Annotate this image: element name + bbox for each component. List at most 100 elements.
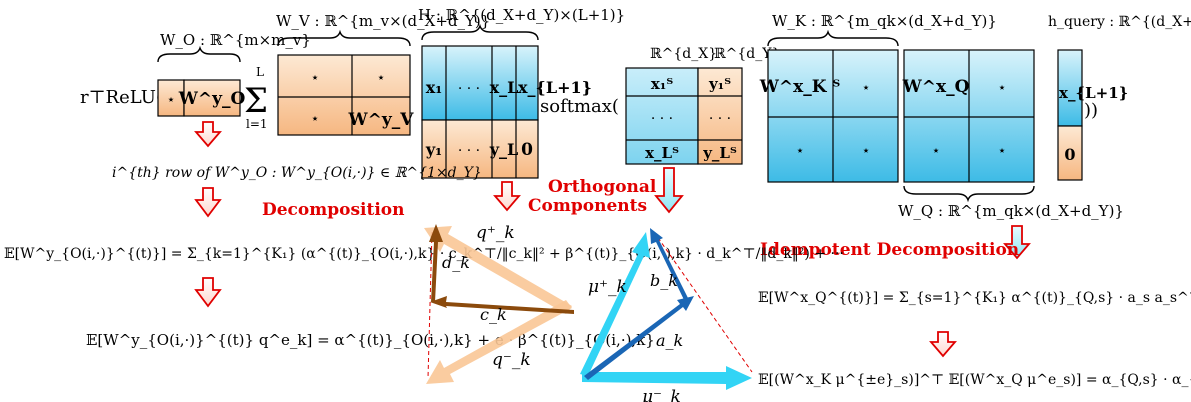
w-q-block: W^x_Q ⋆ ⋆ ⋆ W_Q : ℝ^{m_qk×(d_X+d_Y)} [898,49,1124,220]
ht-y1T: y₁ᵀ [708,75,731,93]
d-k-label: d_k [442,253,470,272]
w-k-x-label: W^x_K ᵀ [759,77,841,97]
q-plus-label: q⁺_k [476,223,515,243]
d-k-arrow [429,224,443,302]
w-v-star-1: ⋆ [311,70,320,86]
w-q-brace [903,185,1035,203]
h-x1: x₁ [426,78,443,97]
ht-block: ℝ^{d_X} ℝ^{d_Y} softmax( x₁ᵀ y₁ᵀ · · · ·… [540,46,780,165]
dashed-mu-edge [653,231,753,373]
ht-right [697,67,743,165]
eq-left-expectation: 𝔼[W^y_{O(i,·)}^{(t)}] = Σ_{k=1}^{K₁} (α^… [4,246,844,262]
h-query-top [1057,49,1083,127]
h-top-matrix [421,45,539,121]
w-v-y-label: W^y_V [348,110,415,130]
mu-vector-triangle: μ⁺_k b_k a_k μ⁻_k [580,228,753,402]
heading-orthogonal: Orthogonal [548,177,657,197]
w-q-star-3: ⋆ [998,143,1007,159]
dashed-q-edge [427,231,433,379]
mu-minus-arrow [582,366,752,390]
w-k-star-3: ⋆ [862,143,871,159]
h-query-block: h_query : ℝ^{(d_X+d_Y)} x_{L+1} 0 )) [1048,14,1191,181]
h-xL1: x_{L+1} [518,78,592,97]
w-v-star-2: ⋆ [377,70,386,86]
w-k-brace [767,29,899,47]
q-minus-arrow [426,300,572,384]
closing-parens: )) [1084,100,1098,121]
r-dy-label: ℝ^{d_Y} [714,46,780,62]
eq-right-expectation: 𝔼[W^x_Q^{(t)}] = Σ_{s=1}^{K₁} α^{(t)}_{Q… [758,290,1191,306]
h-yL: y_L [489,140,519,159]
arrow-down-3 [194,277,222,308]
w-o-brace [157,45,241,63]
mu-plus-label: μ⁺_k [588,277,627,297]
a-k-arrow [584,296,694,380]
w-k-star-2: ⋆ [796,143,805,159]
eq-left-result: 𝔼[W^y_{O(i,·)}^{(t)} q^e_k] = α^{(t)}_{O… [86,331,655,349]
b-k-label: b_k [650,271,678,290]
w-o-cell-star [157,79,185,117]
heading-components: Components [528,196,647,216]
h-brace [421,23,539,41]
heading-idempotent: Idempotent Decomposition [760,240,1019,260]
relu-prefix: r⊤ReLU( [80,87,163,108]
eq-row-definition: i^{th} row of W^y_O : W^y_{O(i,·)} ∈ ℝ^{… [112,165,482,181]
w-o-star: ⋆ [167,92,176,108]
arrow-down-6 [929,331,957,358]
h-query-xL1: x_{L+1} [1059,84,1128,102]
ht-left [625,67,699,165]
r-dx-label: ℝ^{d_X} [650,46,717,62]
arrow-down-5 [1003,225,1031,260]
w-v-label: W_V : ℝ^{m_v×(d_X+d_Y)} [276,12,490,30]
ht-yLT: y_Lᵀ [702,144,737,162]
sum-symbol: Σ [244,81,268,121]
h-y1: y₁ [425,140,442,159]
q-minus-label: q⁻_k [492,350,531,370]
heading-decomposition: Decomposition [262,200,405,220]
mu-plus-arrow [580,232,650,376]
h-block: H : ℝ^{(d_X+d_Y)×(L+1)} x₁ · · · x_L x_{… [418,6,625,179]
w-q-label: W_Q : ℝ^{m_qk×(d_X+d_Y)} [898,202,1124,220]
w-o-label: W_O : ℝ^{m×m_v} [160,31,311,49]
ht-dots-right: · · · [709,111,731,127]
w-q-star-2: ⋆ [932,143,941,159]
down-arrows [194,121,1031,358]
c-k-label: c_k [480,305,507,324]
h-dots-top: · · · [458,81,480,97]
c-k-arrow [430,296,574,314]
w-o-block: W_O : ℝ^{m×m_v} r⊤ReLU( ⋆ W^y_O Σ L l=1 [80,31,311,131]
arrow-down-cyan [654,167,684,214]
w-k-label: W_K : ℝ^{m_qk×(d_X+d_Y)} [772,12,997,30]
arrow-down-4 [493,181,521,212]
arrow-down-1 [194,121,222,148]
w-v-brace [277,29,411,47]
sum-bottom: l=1 [246,117,268,131]
w-k-star-1: ⋆ [862,80,871,96]
h-label: H : ℝ^{(d_X+d_Y)×(L+1)} [418,6,625,24]
w-v-star-3: ⋆ [311,111,320,127]
w-k-block: W_K : ℝ^{m_qk×(d_X+d_Y)} W^x_K ᵀ ⋆ ⋆ ⋆ [759,12,997,183]
w-o-y-label: W^y_O [178,89,246,109]
w-q-star-1: ⋆ [998,80,1007,96]
q-vector-triangle: q⁺_k d_k c_k q⁻_k [424,223,574,384]
h-zero: 0 [521,140,533,160]
b-k-arrow [650,228,690,304]
h-query-label: h_query : ℝ^{(d_X+d_Y)} [1048,14,1191,30]
eq-right-result: 𝔼[(W^x_K μ^{±e}_s)]^⊤ 𝔼[(W^x_Q μ^e_s)] =… [758,372,1191,388]
h-query-zero: 0 [1064,145,1075,164]
ht-xLT: x_Lᵀ [645,144,679,162]
w-o-cell-main [183,79,241,117]
h-bottom-matrix [421,119,539,179]
a-k-label: a_k [656,331,683,350]
arrow-down-2 [194,187,222,218]
ht-x1T: x₁ᵀ [651,75,674,93]
w-v-matrix [277,54,411,136]
sum-top: L [256,65,264,79]
h-query-bottom [1057,125,1083,181]
w-v-block: W_V : ℝ^{m_v×(d_X+d_Y)} ⋆ ⋆ ⋆ W^y_V [276,12,490,136]
w-q-x-label: W^x_Q [902,77,970,97]
h-xL: x_L [490,78,519,97]
q-plus-arrow [424,226,572,314]
mu-minus-label: μ⁻_k [642,387,681,402]
